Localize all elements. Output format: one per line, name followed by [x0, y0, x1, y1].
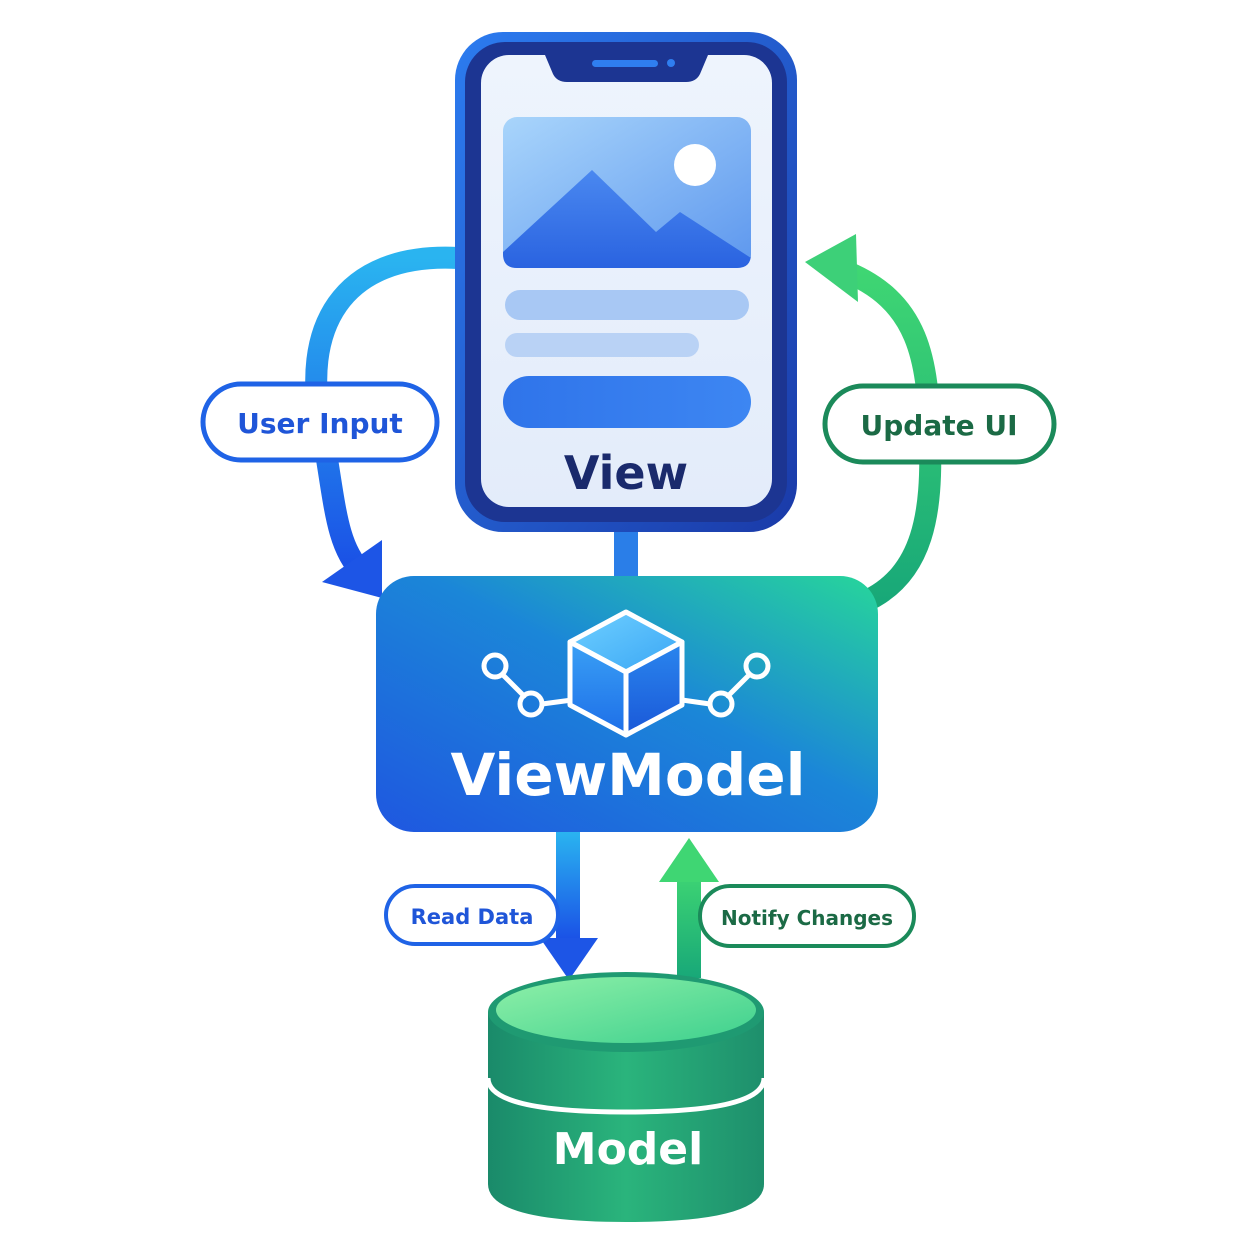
read-data-arrow — [540, 832, 598, 980]
read-data-label: Read Data — [411, 905, 534, 929]
update-ui-label: Update UI — [861, 409, 1018, 442]
viewmodel-box: ViewModel — [376, 576, 878, 832]
text-line-placeholder — [505, 333, 699, 357]
image-placeholder-icon — [503, 117, 751, 268]
viewmodel-label: ViewModel — [451, 741, 806, 809]
user-input-label: User Input — [237, 407, 403, 440]
read-data-pill: Read Data — [384, 884, 560, 946]
notify-changes-pill: Notify Changes — [698, 884, 916, 948]
button-placeholder — [503, 376, 751, 428]
notify-changes-label: Notify Changes — [721, 906, 893, 930]
view-viewmodel-connector — [614, 528, 638, 584]
text-line-placeholder — [505, 290, 749, 320]
cube-icon — [567, 609, 685, 738]
view-phone: View — [455, 32, 797, 532]
model-database-icon: Model — [485, 972, 767, 1222]
notify-changes-arrow — [659, 838, 719, 978]
update-ui-pill: Update UI — [822, 383, 1057, 465]
user-input-pill: User Input — [200, 381, 440, 463]
model-label: Model — [553, 1124, 703, 1175]
node-network-icon — [481, 652, 771, 718]
view-label: View — [564, 446, 688, 500]
